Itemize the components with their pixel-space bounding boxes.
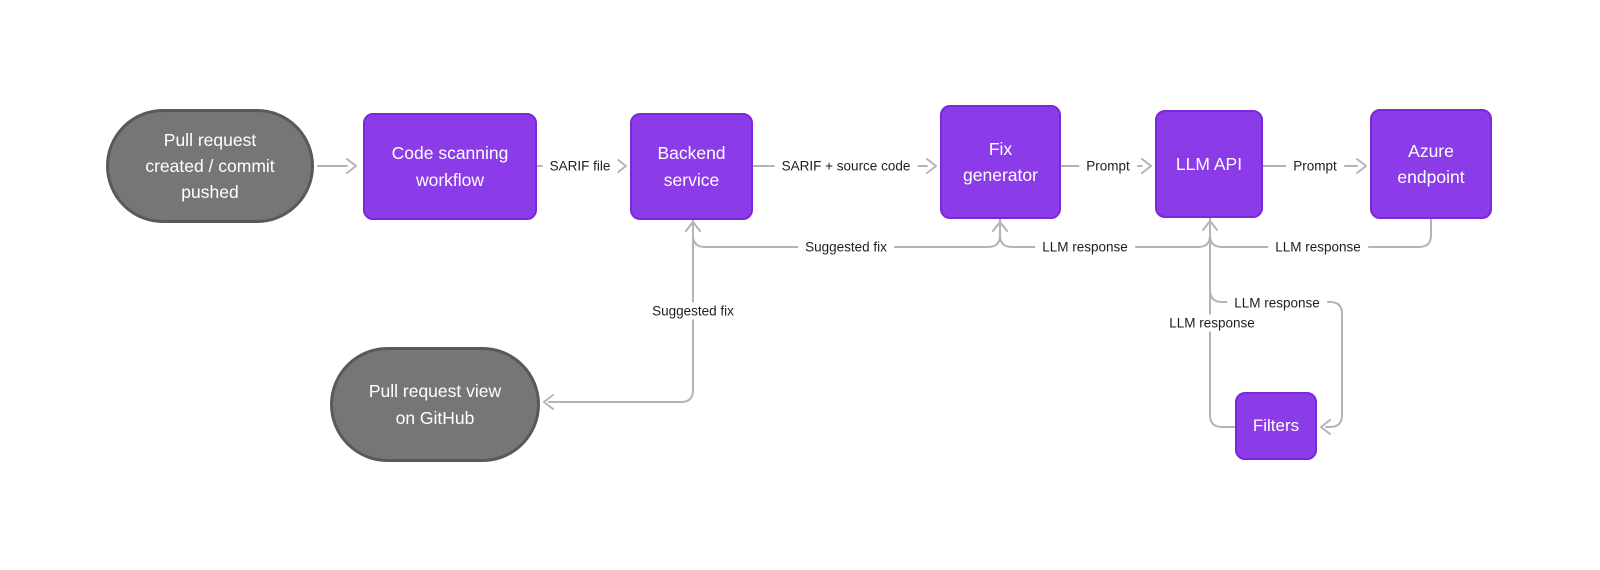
node-pull-request-created: Pull request created / commit pushed bbox=[106, 109, 314, 223]
edge-label-sarif-source-code: SARIF + source code bbox=[774, 157, 918, 175]
arrow-filters-to-llmapi bbox=[1202, 220, 1236, 428]
node-filters: Filters bbox=[1235, 392, 1317, 460]
edge-label-llm-response-fixgen: LLM response bbox=[1035, 238, 1135, 256]
edge-label-suggested-fix-backend: Suggested fix bbox=[798, 238, 894, 256]
edge-label-sarif-file: SARIF file bbox=[542, 157, 618, 175]
node-fix-generator: Fix generator bbox=[940, 105, 1061, 219]
edge-label-llm-response-azure: LLM response bbox=[1268, 238, 1368, 256]
arrow-backend-to-prview bbox=[543, 218, 694, 410]
edge-label-llm-response-from-filters: LLM response bbox=[1162, 314, 1262, 332]
node-backend-service: Backend service bbox=[630, 113, 753, 220]
edge-label-prompt-2: Prompt bbox=[1286, 157, 1344, 175]
arrow-llmapi-to-filters bbox=[1209, 217, 1343, 435]
node-pull-request-view: Pull request view on GitHub bbox=[330, 347, 540, 462]
node-llm-api: LLM API bbox=[1155, 110, 1263, 218]
edge-label-suggested-fix-pr: Suggested fix bbox=[645, 302, 741, 320]
node-code-scanning-workflow: Code scanning workflow bbox=[363, 113, 537, 220]
edge-label-llm-response-to-filters: LLM response bbox=[1227, 294, 1327, 312]
edge-label-prompt-1: Prompt bbox=[1079, 157, 1137, 175]
arrow-prcreated-to-codescanning bbox=[317, 158, 357, 174]
node-azure-endpoint: Azure endpoint bbox=[1370, 109, 1492, 219]
